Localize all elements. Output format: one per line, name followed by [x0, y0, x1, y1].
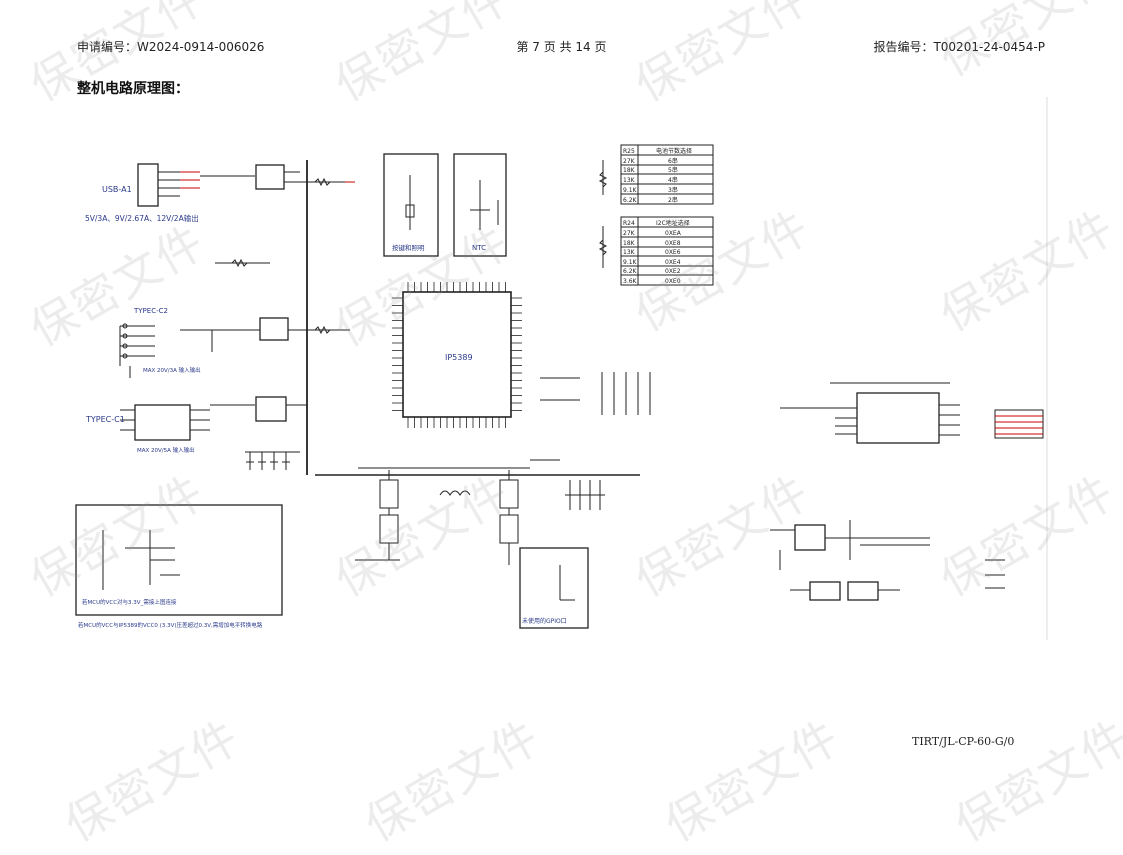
- application-number-value: W2024-0914-006026: [137, 40, 265, 54]
- footer-code: TIRT/JL-CP-60-G/0: [912, 735, 1015, 748]
- usb-output-note: 5V/3A、9V/2.67A、12V/2A输出: [85, 213, 199, 223]
- table1-cell: 13K: [623, 177, 636, 184]
- table2-cell: 27K: [623, 230, 636, 237]
- report-number-value: T00201-24-0454-P: [933, 40, 1045, 54]
- ic-label: IP5389: [445, 353, 473, 362]
- ic-pins: [392, 282, 522, 428]
- table1-cell: 3串: [668, 186, 678, 194]
- table2-header-r24: R24: [623, 220, 635, 227]
- report-number: 报告编号：T00201-24-0454-P: [873, 38, 1045, 55]
- table2-cell: 0XE0: [665, 278, 681, 285]
- section-title: 整机电路原理图：: [77, 81, 189, 97]
- page-current: 7: [532, 40, 540, 54]
- usb-a1-label: USB-A1: [102, 185, 132, 194]
- application-number: 申请编号：W2024-0914-006026: [77, 38, 264, 55]
- gpio-label: 未使用的GPIO口: [522, 617, 567, 625]
- key-light-label: 按键和照明: [392, 243, 425, 252]
- table1-cell: 6.2K: [623, 197, 638, 204]
- table2-cell: 6.2K: [623, 268, 638, 275]
- table2-header-desc: I2C地址选择: [656, 219, 690, 227]
- table1-cell: 4串: [668, 176, 678, 184]
- table1-header-desc: 电池节数选择: [656, 147, 692, 155]
- typec-c1-note: MAX 20V/5A 输入输出: [137, 446, 195, 454]
- table2-cell: 0XEA: [665, 230, 682, 237]
- table2-cell: 0XE8: [665, 240, 681, 247]
- typec-c1-label: TYPEC-C1: [85, 415, 125, 424]
- table2-cell: 9.1K: [623, 259, 638, 266]
- table2-cell: 0XE6: [665, 249, 681, 256]
- table2-cell: 13K: [623, 249, 636, 256]
- page-prefix: 第: [516, 40, 529, 54]
- application-number-label: 申请编号：: [77, 40, 138, 54]
- mcu-level-note: 若MCU的VCC与IP5389的VCC0 (3.3V)压差超过0.3V,需增加电…: [78, 621, 263, 629]
- ntc-label: NTC: [472, 244, 486, 252]
- report-number-label: 报告编号：: [873, 40, 934, 54]
- table1-cell: 18K: [623, 167, 636, 174]
- page-mid: 页 共: [543, 40, 572, 54]
- mcu-box-label: 若MCU的VCC对与3.3V_需接上图连接: [82, 598, 177, 606]
- page-indicator: 第 7 页 共 14 页: [0, 38, 1123, 55]
- typec-c2-note: MAX 20V/3A 输入输出: [143, 366, 201, 374]
- table1-cell: 27K: [623, 158, 636, 165]
- page-suffix: 页: [594, 40, 607, 54]
- table2-cell: 0XE4: [665, 259, 681, 266]
- table1-header-r25: R25: [623, 148, 635, 155]
- circuit-schematic: R25 电池节数选择 27K 6串 18K 5串 13K 4串 9.1K 3串 …: [75, 97, 1048, 640]
- table1-cell: 6串: [668, 157, 678, 165]
- table1-cell: 5串: [668, 166, 678, 174]
- typec-c2-label: TYPEC-C2: [133, 307, 168, 315]
- table2-cell: 18K: [623, 240, 636, 247]
- table1-cell: 2串: [668, 196, 678, 204]
- table2-cell: 3.6K: [623, 278, 638, 285]
- page-total: 14: [575, 40, 591, 54]
- table1-cell: 9.1K: [623, 187, 638, 194]
- table2-cell: 0XE2: [665, 268, 681, 275]
